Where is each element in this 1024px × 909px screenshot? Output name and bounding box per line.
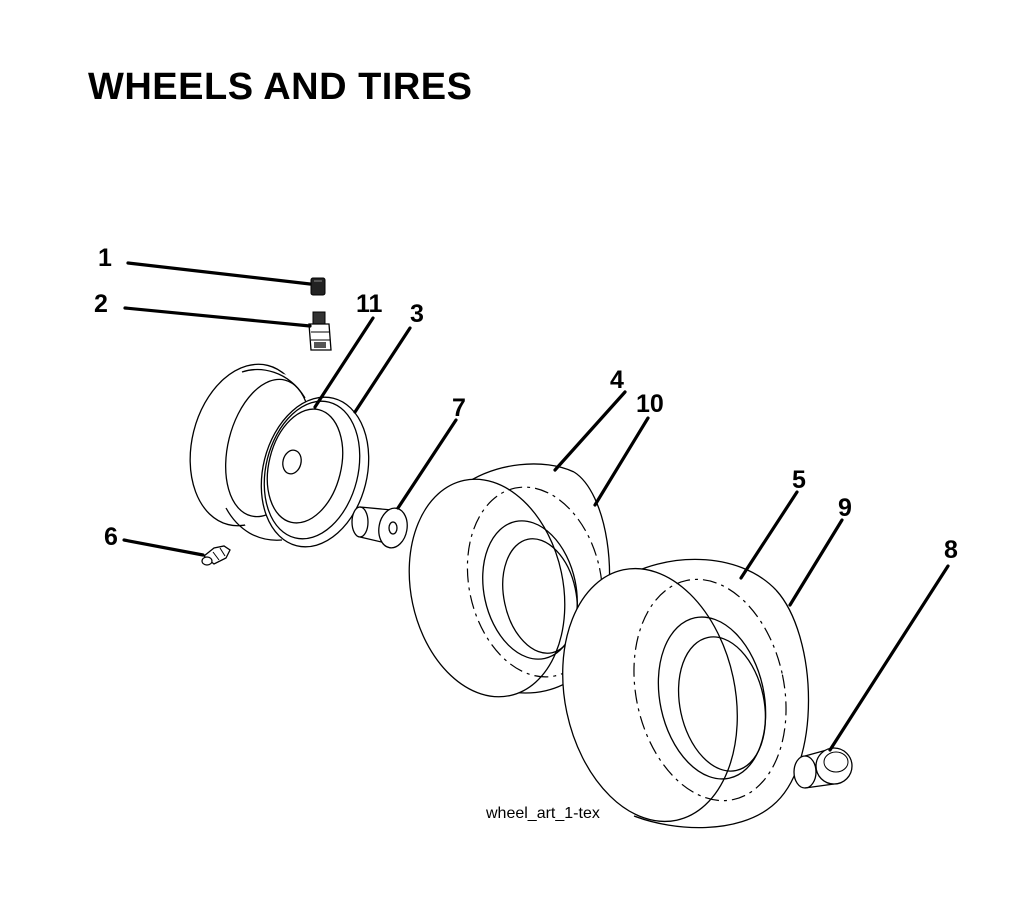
callout-8: 8 <box>944 536 958 564</box>
leader-10 <box>593 416 650 507</box>
callout-2: 2 <box>94 290 108 318</box>
grease-fitting-part <box>201 545 231 566</box>
valve-stem-part <box>308 311 332 351</box>
callout-7: 7 <box>452 394 466 422</box>
leader-4 <box>553 390 627 472</box>
callout-5: 5 <box>792 466 806 494</box>
callout-11: 11 <box>356 290 383 318</box>
tire-part-rear <box>562 558 810 829</box>
hub-cap-part <box>793 747 853 790</box>
callout-4: 4 <box>610 366 624 394</box>
bushing-part <box>351 506 408 549</box>
leader-5 <box>739 490 799 580</box>
art-reference-label: wheel_art_1-tex <box>485 805 600 822</box>
leader-2 <box>123 306 312 328</box>
callout-3: 3 <box>410 300 424 328</box>
wheel-rim-part <box>189 363 370 548</box>
leader-lines <box>122 261 950 752</box>
leader-11 <box>313 316 375 409</box>
leader-6 <box>122 538 205 557</box>
valve-cap-part <box>310 277 326 296</box>
callout-10: 10 <box>636 390 664 418</box>
leader-9 <box>788 518 844 607</box>
leader-1 <box>126 261 312 286</box>
leader-3 <box>353 326 412 414</box>
tire-part-front <box>408 461 611 698</box>
leader-8 <box>828 564 950 752</box>
callout-6: 6 <box>104 523 118 551</box>
page-title: WHEELS AND TIRES <box>88 66 473 108</box>
callout-9: 9 <box>838 494 852 522</box>
callout-1: 1 <box>98 244 112 272</box>
leader-7 <box>396 418 458 510</box>
